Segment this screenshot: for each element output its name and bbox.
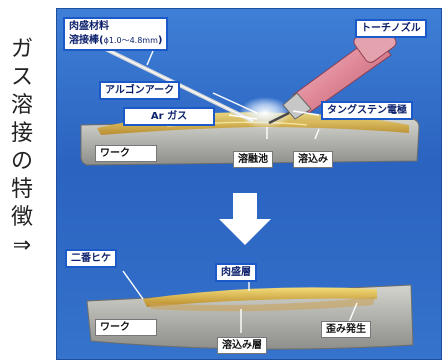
distortion-label: 歪み発生: [321, 321, 371, 338]
torch-nozzle-label: トーチノズル: [355, 19, 427, 38]
work-label-top: ワーク: [95, 145, 157, 162]
penetration-label: 溶込み: [293, 151, 333, 168]
work-label-bottom: ワーク: [95, 319, 157, 336]
side-title-char: ガ: [10, 37, 33, 62]
side-title-char: 特: [10, 177, 33, 202]
leader-lines-top: [146, 50, 320, 140]
filler-material-title: 肉盛材料: [69, 21, 109, 32]
side-title: ガ ス 溶 接 の 特 徴 ⇒: [0, 36, 44, 260]
penetration-layer-label: 溶込み層: [217, 337, 267, 354]
filler-rod-diameter: ϕ1.0〜4.8mm: [103, 36, 158, 45]
filler-rod-spec-suffix: ): [157, 35, 163, 46]
ar-gas-label: Ar ガス: [123, 107, 215, 126]
diagram-illustration: [80, 21, 420, 350]
weld-pool-label: 溶融池: [233, 151, 273, 168]
side-title-char: の: [10, 149, 33, 174]
buildup-layer-label: 肉盛層: [215, 263, 257, 282]
side-title-char: ス: [10, 65, 33, 90]
filler-rod: [84, 37, 254, 123]
side-title-char: 接: [10, 121, 33, 146]
filler-material-label: 肉盛材料 溶接棒(ϕ1.0〜4.8mm): [63, 17, 169, 51]
diagram-panel: 肉盛材料 溶接棒(ϕ1.0〜4.8mm) トーチノズル アルゴンアーク Ar ガ…: [56, 8, 442, 360]
argon-arc-label: アルゴンアーク: [99, 81, 181, 100]
second-crack-label: 二番ヒケ: [65, 249, 117, 268]
arc-glow: [239, 97, 291, 129]
tungsten-electrode-label: タングステン電極: [321, 101, 413, 120]
side-title-char: 溶: [10, 93, 33, 118]
side-title-char: 徴: [10, 205, 33, 230]
filler-rod-spec-prefix: 溶接棒(: [69, 35, 104, 46]
down-arrow: [219, 193, 271, 245]
filler-rod-spec: 溶接棒(ϕ1.0〜4.8mm): [69, 34, 162, 48]
side-title-char: ⇒: [12, 233, 32, 258]
